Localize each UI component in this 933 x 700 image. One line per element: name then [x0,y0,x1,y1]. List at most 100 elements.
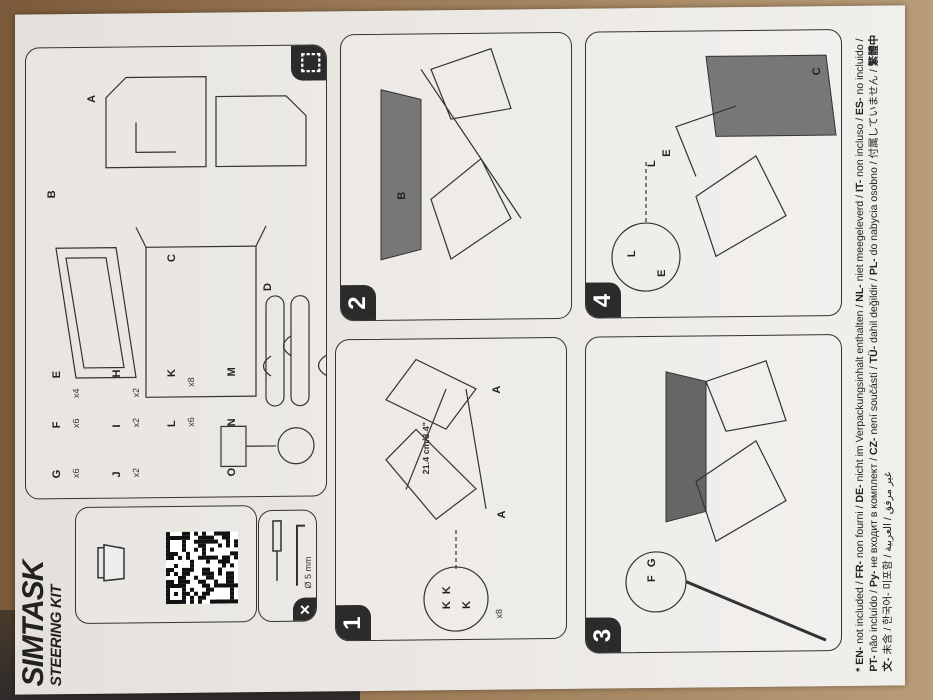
qr-module [210,599,214,604]
qr-module [206,539,210,544]
qr-module [186,535,190,540]
qr-module [226,531,230,536]
qr-module [186,579,190,584]
step-4-panel: 4 C L E L E [585,28,842,319]
qr-module [226,575,230,580]
language-code: CZ- [868,437,881,456]
not-included-translation: nicht im Verpackungsinhalt enthalten / [854,301,866,485]
qr-module [202,595,206,600]
step-4-label-l2: L [626,250,638,258]
qr-module [194,575,198,580]
qr-module [234,539,238,544]
step-4-label-e2: E [656,269,668,277]
not-included-translation: non fourni / [854,502,866,561]
qr-module [198,599,202,604]
part-label-f: F [51,421,63,429]
part-label-b: B [46,190,58,199]
qr-module [194,539,198,544]
step-4-label-e1: E [661,149,673,157]
qr-module [198,579,202,584]
qr-module [166,544,170,549]
step-4-label-l1: L [646,160,658,168]
qr-module [206,555,210,560]
qr-module [166,596,170,601]
qr-module [170,583,174,589]
qr-module [206,591,210,596]
qr-module [178,599,182,604]
qr-module [206,559,210,564]
qr-module [206,583,210,588]
qr-module [202,531,206,536]
qr-module [230,587,234,592]
qr-module [222,531,226,536]
step-1-measurement: 21.4 cm/8.4" [421,421,431,475]
qr-module [198,535,202,540]
qr-module [230,599,234,604]
language-code: ES- [854,97,866,116]
qr-module [226,571,230,576]
language-code: PT- [868,655,881,672]
qr-module [170,555,174,561]
qr-module [230,595,234,600]
qr-module [166,548,170,553]
qr-module [174,591,178,596]
product-title: SIMTASK STEERING KIT [17,560,65,687]
qr-panel [75,505,257,625]
qr-module [222,559,226,564]
not-included-translation: 未含 / 한국어- 미포함 / غير مرفق / العربية [882,471,895,658]
qr-module [218,571,222,576]
qr-module [234,543,238,548]
qr-module [178,555,182,560]
qr-module [178,575,182,580]
qr-module [218,599,222,604]
qr-module [202,591,206,596]
qr-module [234,551,238,556]
language-code: * EN- [854,646,866,672]
qr-module [210,575,214,580]
not-included-translation: not included / [854,578,866,647]
qr-module [206,587,210,592]
qr-module [166,540,170,545]
qr-module [210,555,214,560]
instruction-sheet: SIMTASK STEERING KIT ✕ Ø 5 mm ⬚ [15,5,905,695]
step-3-label-f: F [646,575,658,583]
qr-module [194,531,198,536]
qr-module [182,539,186,544]
qr-module [186,571,190,576]
qr-module [226,535,230,540]
qr-module [214,539,218,544]
qr-module [202,543,206,548]
not-included-translation: není součástí / [868,363,881,438]
qr-module [182,543,186,548]
qr-module [230,583,234,588]
qr-module [170,551,174,557]
qr-module [218,543,222,548]
qr-module [182,575,186,580]
qr-module [194,547,198,552]
step-2-panel: 2 B [340,31,572,322]
qr-module [166,536,170,541]
qr-module [182,587,186,592]
qr-module [206,567,210,572]
not-included-translation: не входит в комплект / [868,454,881,571]
qr-module [178,579,182,584]
language-code: PL- [868,258,881,276]
not-included-translation: non incluso / [854,114,866,180]
qr-module [166,568,170,573]
part-label-a: A [86,94,98,103]
qr-module [166,588,170,593]
qr-module [194,591,198,596]
language-code: NL- [854,284,866,302]
qr-module [230,571,234,576]
not-included-translation: no incluido / [854,38,866,98]
qr-module [214,531,218,536]
screwdriver-icon [272,520,282,581]
qr-module [186,555,190,560]
qr-code[interactable] [76,506,256,623]
step-1-label-k3: K [461,600,473,609]
qr-module [198,555,202,560]
part-qty-g: x6 [71,468,81,479]
qr-module [210,571,214,576]
qr-module [230,579,234,584]
qr-module [202,539,206,544]
